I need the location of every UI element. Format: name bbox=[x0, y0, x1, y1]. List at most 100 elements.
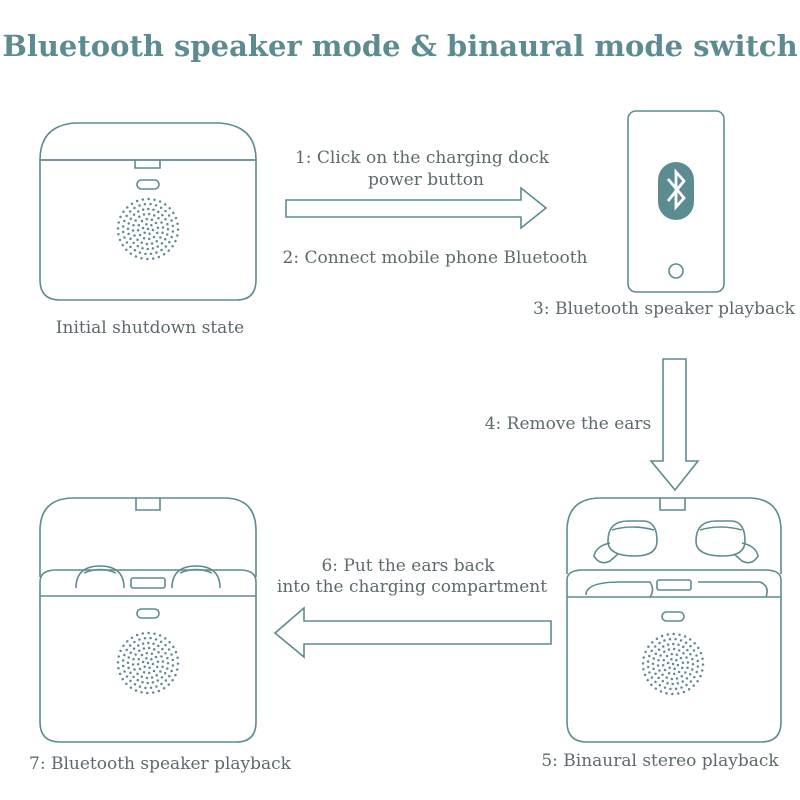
grille-dot bbox=[144, 252, 147, 256]
grille-dot bbox=[658, 684, 662, 687]
grille-dot bbox=[159, 670, 162, 673]
grille-dot bbox=[161, 231, 164, 234]
grille-dot bbox=[143, 202, 147, 206]
grille-dot bbox=[140, 257, 143, 260]
grille-dot bbox=[660, 634, 664, 638]
grille-dot bbox=[117, 221, 120, 224]
grille-dot bbox=[174, 650, 178, 654]
grille-dot bbox=[138, 685, 142, 688]
grille-dot bbox=[143, 636, 147, 640]
grille-dot bbox=[171, 678, 174, 682]
grille-dot bbox=[665, 692, 668, 695]
grille-dot bbox=[142, 647, 146, 650]
grille-dot bbox=[650, 683, 653, 686]
grille-dot bbox=[125, 214, 128, 218]
grille-dot bbox=[129, 671, 132, 674]
right-earbud-icon bbox=[695, 520, 759, 564]
label-step-2: 2: Connect mobile phone Bluetooth bbox=[283, 248, 588, 268]
grille-dot bbox=[118, 672, 122, 676]
grille-dot bbox=[140, 691, 143, 694]
grille-dot bbox=[119, 215, 122, 219]
grille-dot bbox=[140, 653, 144, 657]
grille-dot bbox=[133, 683, 137, 686]
grille-dot bbox=[133, 249, 137, 252]
grille-dot bbox=[168, 240, 171, 244]
grille-dot bbox=[689, 644, 692, 648]
grille-dot bbox=[149, 636, 152, 640]
grille-dot bbox=[161, 660, 165, 663]
grille-dot bbox=[157, 644, 160, 648]
grille-dot bbox=[691, 657, 694, 661]
speaker-grille-icon bbox=[116, 631, 180, 695]
grille-dot bbox=[661, 673, 664, 676]
grille-dot bbox=[663, 650, 666, 654]
grille-dot bbox=[690, 668, 694, 671]
grille-dot bbox=[171, 664, 175, 667]
grille-dot bbox=[160, 655, 163, 658]
grille-dot bbox=[138, 251, 142, 254]
grille-dot bbox=[123, 670, 126, 673]
grille-dot bbox=[648, 654, 651, 658]
grille-dot bbox=[151, 247, 155, 250]
grille-dot bbox=[155, 231, 159, 235]
grille-dot bbox=[141, 632, 145, 635]
grille-dot bbox=[172, 211, 175, 215]
grille-dot bbox=[129, 651, 133, 654]
grille-dot bbox=[141, 246, 144, 250]
grille-dot bbox=[671, 662, 675, 666]
grille-dot bbox=[131, 663, 135, 666]
grille-dot bbox=[176, 234, 179, 237]
grille-dot bbox=[164, 209, 167, 213]
grille-dot bbox=[675, 659, 678, 662]
open-case-earbuds-out bbox=[566, 497, 782, 743]
grille-dot bbox=[657, 659, 660, 662]
grille-dot bbox=[170, 235, 173, 239]
grille-dot bbox=[137, 644, 140, 647]
grille-dot bbox=[174, 216, 178, 220]
grille-dot bbox=[145, 676, 149, 680]
grille-dot bbox=[650, 676, 654, 679]
grille-dot bbox=[141, 680, 144, 684]
grille-dot bbox=[666, 661, 670, 665]
grille-dot bbox=[666, 681, 669, 685]
grille-dot bbox=[142, 670, 146, 674]
grille-dot bbox=[697, 646, 700, 650]
grille-dot bbox=[136, 238, 139, 241]
grille-dot bbox=[126, 206, 129, 209]
grille-dot bbox=[160, 242, 164, 245]
grille-dot bbox=[171, 658, 175, 662]
grille-dot bbox=[151, 691, 155, 694]
grille-dot bbox=[137, 223, 141, 227]
grille-dot bbox=[121, 225, 125, 228]
grille-dot bbox=[131, 229, 135, 232]
grille-dot bbox=[156, 660, 160, 664]
grille-dot bbox=[680, 686, 683, 689]
grille-dot bbox=[117, 232, 120, 236]
grille-dot bbox=[170, 653, 173, 656]
grille-dot bbox=[676, 663, 680, 667]
grille-dot bbox=[150, 224, 153, 227]
grille-dot bbox=[162, 687, 166, 690]
grille-dot bbox=[667, 671, 671, 675]
grille-dot bbox=[650, 649, 653, 653]
grille-dot bbox=[141, 208, 145, 211]
grille-dot bbox=[171, 230, 175, 233]
grille-dot bbox=[672, 672, 676, 676]
grille-dot bbox=[133, 668, 136, 671]
grille-dot bbox=[695, 654, 698, 657]
grille-dot bbox=[699, 674, 702, 678]
grille-dot bbox=[166, 656, 169, 660]
grille-dot bbox=[170, 219, 173, 222]
grille-dot bbox=[136, 672, 139, 675]
grille-dot bbox=[686, 648, 689, 652]
grille-dot bbox=[653, 645, 657, 648]
grille-dot bbox=[129, 679, 132, 683]
grille-dot bbox=[670, 677, 674, 681]
grille-dot bbox=[160, 682, 163, 686]
grille-dot bbox=[126, 640, 129, 643]
grille-dot bbox=[679, 656, 683, 660]
grille-dot bbox=[125, 675, 129, 678]
grille-dot bbox=[688, 673, 692, 676]
grille-dot bbox=[153, 198, 156, 201]
grille-dot bbox=[676, 682, 680, 685]
